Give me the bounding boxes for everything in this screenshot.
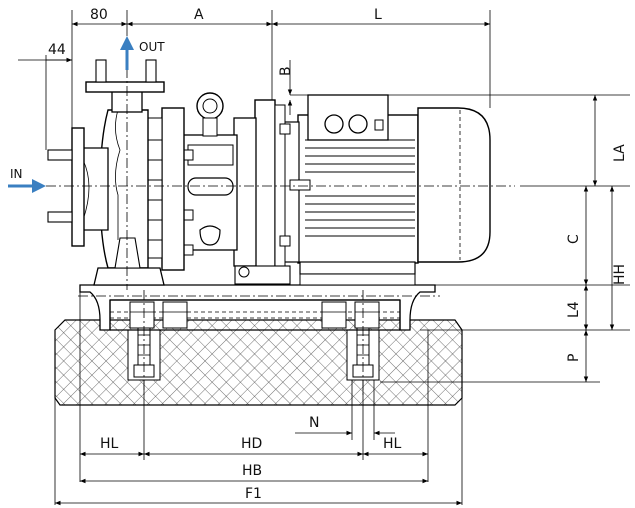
dim-hl-right: HL [383, 436, 402, 452]
dim-a: A [194, 7, 204, 23]
electric-motor [282, 94, 491, 286]
extension-lines [18, 10, 630, 505]
dim-hd: HD [241, 436, 262, 452]
out-label: OUT [139, 40, 165, 54]
in-arrow-icon [32, 179, 46, 193]
bearing-housing [181, 92, 238, 256]
dim-44: 44 [48, 42, 66, 58]
dim-l4: L4 [566, 301, 582, 318]
dim-l: L [374, 7, 382, 23]
flow-arrows: OUT IN [8, 36, 165, 193]
dim-c: C [566, 234, 582, 244]
dim-hl-left: HL [100, 436, 119, 452]
dim-hb: HB [242, 463, 262, 479]
dim-b: B [278, 66, 294, 76]
dim-n: N [309, 415, 319, 431]
dim-p: P [566, 354, 582, 362]
centerlines [46, 50, 515, 395]
dimension-lines [46, 21, 615, 506]
dim-80: 80 [90, 7, 108, 23]
pump-casing [47, 59, 185, 286]
dim-la: LA [612, 144, 628, 162]
out-arrow-icon [120, 36, 134, 50]
in-label: IN [10, 167, 23, 181]
dim-hh: HH [612, 264, 628, 285]
dim-f1: F1 [245, 486, 262, 502]
coupling-adapter [233, 99, 291, 285]
concrete-foundation [54, 319, 463, 406]
